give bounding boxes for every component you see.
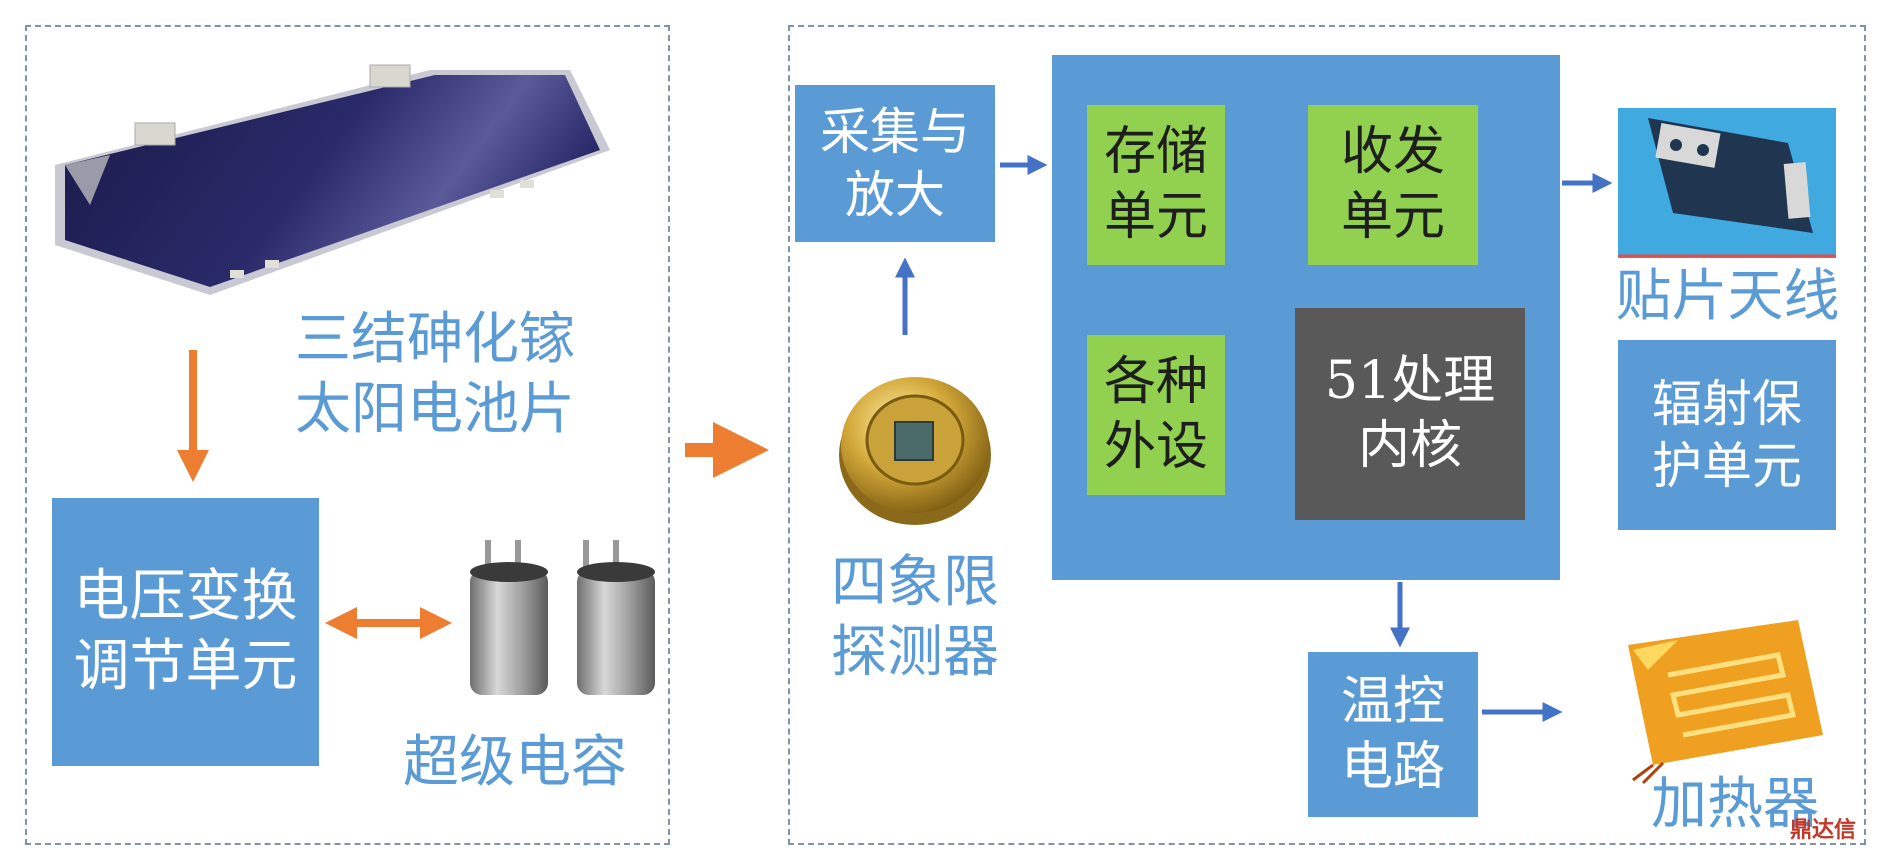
acquire-amplify-box: 采集与 放大: [795, 85, 995, 242]
transceiver-unit-box: 收发 单元: [1308, 105, 1478, 265]
watermark: 鼎达信: [1790, 818, 1857, 843]
quadrant-detector-image: [839, 377, 991, 525]
heater-image: [1628, 620, 1823, 785]
radiation-protection-box: 辐射保 护单元: [1618, 340, 1836, 530]
peripherals-box: 各种 外设: [1087, 335, 1225, 495]
solar-cell-image: [55, 64, 610, 295]
solar-cell-label: 三结砷化镓 太阳电池片: [295, 307, 575, 442]
storage-unit-box: 存储 单元: [1087, 105, 1225, 265]
patch-antenna-label: 贴片天线: [1615, 264, 1840, 329]
core-51-box: 51处理 内核: [1295, 308, 1525, 520]
heater-label: 加热器: [1651, 772, 1819, 837]
left-panel: [25, 25, 670, 845]
right-panel: [788, 25, 1866, 845]
supercapacitor-label: 超级电容: [403, 730, 627, 795]
voltage-conversion-unit: 电压变换 调节单元: [52, 498, 319, 766]
supercapacitor-image: [470, 540, 655, 695]
patch-antenna-image: [1618, 108, 1836, 258]
quadrant-detector-label: 四象限 探测器: [831, 550, 999, 685]
temp-control-box: 温控 电路: [1308, 652, 1478, 817]
